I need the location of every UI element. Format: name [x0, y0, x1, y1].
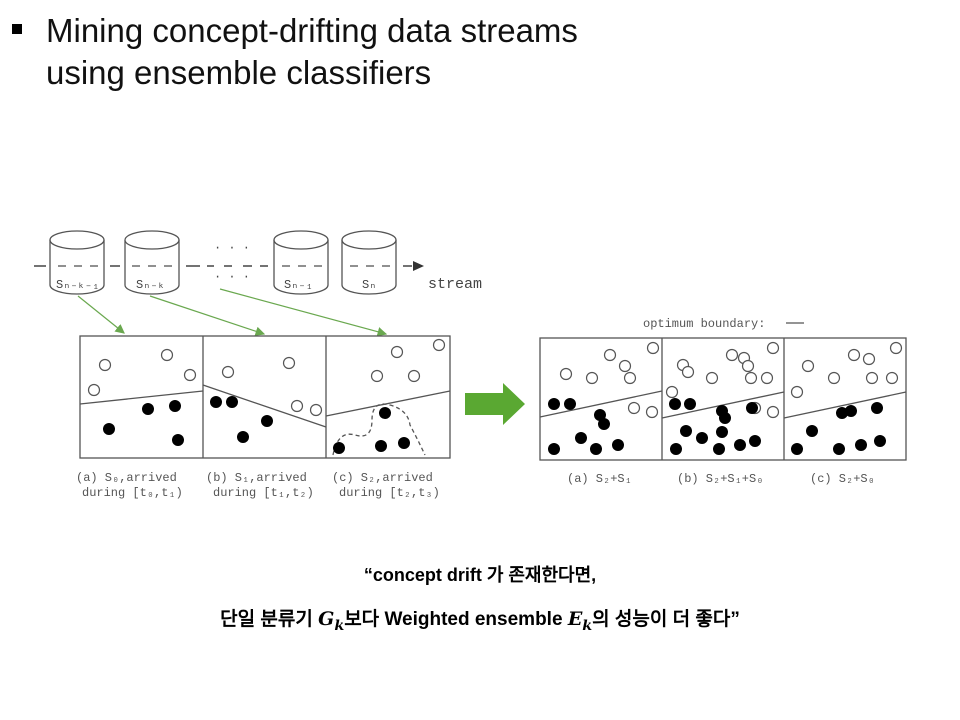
left-open-circles — [87, 338, 446, 417]
stream-label: stream — [428, 276, 482, 293]
bullet-square-icon — [12, 24, 22, 34]
boundary-ra — [539, 390, 663, 418]
right-caption-a: (a) S₂+S₁ — [567, 472, 632, 486]
stream-label-2: Sₙ₋ₖ — [136, 278, 165, 292]
caption-line-1: “concept drift 가 존재한다면, — [363, 565, 597, 585]
boundary-a — [79, 390, 204, 405]
left-caption-b-2: during [t₁,t₂) — [213, 486, 314, 500]
right-panel-group — [539, 337, 907, 461]
ellipsis-top: · · · — [214, 241, 250, 255]
bullet-item: Mining concept-drifting data streams usi… — [12, 10, 578, 94]
cylinder-icon-4 — [341, 230, 397, 295]
right-panel-frame — [539, 337, 907, 461]
cylinder-icon-2 — [124, 230, 180, 295]
boundary-rb — [661, 391, 785, 419]
left-filled-circles — [103, 396, 410, 454]
big-green-arrow-icon — [465, 383, 525, 425]
ellipsis-bottom: · · · — [214, 270, 250, 284]
slide-title: Mining concept-drifting data streams usi… — [46, 10, 578, 94]
right-caption-c: (c) S₂+S₀ — [810, 472, 875, 486]
optimum-boundary-legend: optimum boundary: — [643, 317, 765, 331]
left-caption-b-1: (b) S₁,arrived — [206, 471, 307, 485]
caption-line-2-part-a: 단일 분류기 — [220, 609, 319, 630]
title-line-1: Mining concept-drifting data streams — [46, 12, 578, 49]
boundary-c — [325, 390, 451, 417]
left-caption-c-1: (c) S₂,arrived — [332, 471, 433, 485]
left-caption-c-2: during [t₂,t₃) — [339, 486, 440, 500]
connector-arrow-3 — [219, 288, 388, 337]
dashed-boundary-c — [332, 403, 426, 456]
left-panel-group — [79, 335, 451, 459]
title-line-2: using ensemble classifiers — [46, 54, 432, 91]
right-open-circles — [559, 341, 903, 419]
math-e-subscript: k — [582, 617, 593, 634]
connector-arrow-2 — [149, 295, 266, 336]
stream-label-1: Sₙ₋ₖ₋₁ — [56, 278, 99, 292]
caption-line-2-part-b: 보다 Weighted ensemble — [344, 609, 568, 630]
math-g-symbol: G — [318, 608, 335, 630]
right-caption-b: (b) S₂+S₁+S₀ — [677, 472, 763, 486]
math-e: Ek — [567, 608, 592, 634]
left-panel-frame — [79, 335, 451, 459]
cylinder-icon-1 — [49, 230, 105, 295]
caption-line-2-part-c: 의 성능이 더 좋다” — [592, 609, 740, 630]
stream-label-3: Sₙ₋₁ — [284, 278, 313, 292]
boundary-rc — [783, 391, 907, 419]
left-caption-a-2: during [t₀,t₁) — [82, 486, 183, 500]
connector-arrow-1 — [77, 295, 125, 334]
caption-line-2: 단일 분류기 Gk보다 Weighted ensemble Ek의 성능이 더 … — [0, 604, 960, 634]
math-g: Gk — [318, 608, 344, 634]
right-filled-circles — [548, 398, 886, 455]
cylinder-icon-3 — [273, 230, 329, 295]
left-caption-a-1: (a) S₀,arrived — [76, 471, 177, 485]
math-g-subscript: k — [334, 617, 345, 634]
math-e-symbol: E — [567, 608, 583, 630]
boundary-b — [202, 384, 327, 428]
stream-arrowhead-icon — [413, 261, 424, 271]
stream-label-4: Sₙ — [362, 278, 376, 292]
